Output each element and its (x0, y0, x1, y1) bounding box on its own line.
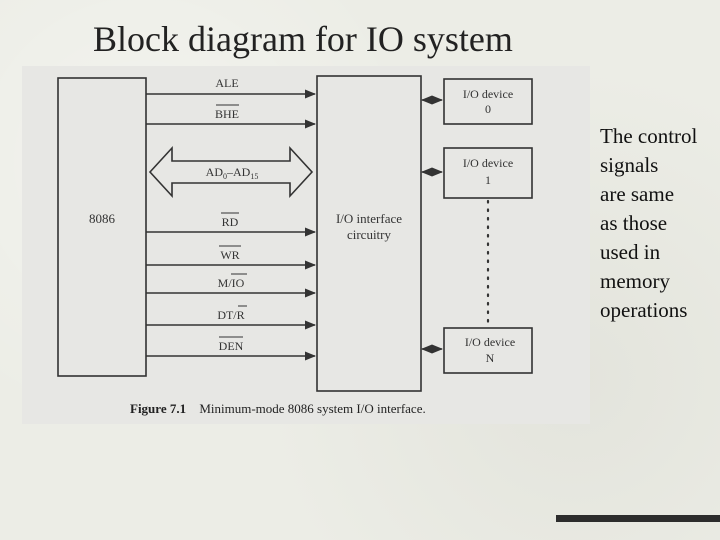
slide-title: Block diagram for IO system (93, 19, 513, 59)
bus-ad-dash: –AD (226, 165, 251, 179)
signal-bhe-label: BHE (215, 107, 239, 121)
side-note-line: used in (600, 240, 661, 264)
cpu-8086-block (57, 77, 147, 377)
address-data-bus-label: AD0–AD15 (206, 165, 259, 181)
block-diagram-figure: 8086 I/O interface circuitry ALE BHE AD0… (22, 66, 590, 424)
address-data-bus-arrow (148, 145, 314, 199)
signal-ale-label: ALE (215, 76, 238, 90)
signal-dtr-part-a: DT/ (217, 308, 237, 322)
side-note-line: operations (600, 298, 688, 322)
side-note-line: as those (600, 211, 668, 235)
side-note-line: signals (600, 153, 659, 177)
io-device-n-line1: I/O device (465, 335, 515, 349)
signal-rd-label: RD (222, 215, 239, 229)
side-note: The control signals are same as those us… (600, 122, 718, 325)
io-interface-label-line1: I/O interface (336, 211, 402, 226)
io-device-1-line1: I/O device (463, 156, 513, 170)
signal-dtr-label: DT/R (217, 308, 244, 322)
cpu-8086-label: 8086 (89, 211, 116, 226)
side-note-line: The control (600, 124, 698, 148)
bus-ad-sub0: 0 (223, 172, 227, 181)
side-note-line: memory (600, 269, 670, 293)
signal-mio-label: M/IO (218, 276, 245, 290)
side-note-line: are same (600, 182, 675, 206)
io-interface-label-line2: circuitry (347, 227, 392, 242)
io-device-1-block (443, 147, 533, 199)
io-device-0-block (443, 78, 533, 125)
signal-dtr-part-b: R (237, 308, 245, 322)
io-device-0-line1: I/O device (463, 87, 513, 101)
io-device-n-block (443, 327, 533, 374)
decorative-bottom-bar (556, 515, 720, 522)
signal-den-label: DEN (219, 339, 244, 353)
io-device-n-line2: N (486, 351, 495, 365)
io-device-1-line2: 1 (485, 173, 491, 187)
bus-ad-prefix: AD (206, 165, 224, 179)
signal-wr-label: WR (220, 248, 239, 262)
io-device-0-line2: 0 (485, 102, 491, 116)
figure-caption: Figure 7.1 Minimum-mode 8086 system I/O … (130, 401, 426, 416)
io-interface-block (316, 75, 422, 392)
figure-caption-text: Minimum-mode 8086 system I/O interface. (199, 401, 425, 416)
figure-caption-number: Figure 7.1 (130, 401, 186, 416)
bus-ad-sub15: 15 (250, 172, 258, 181)
